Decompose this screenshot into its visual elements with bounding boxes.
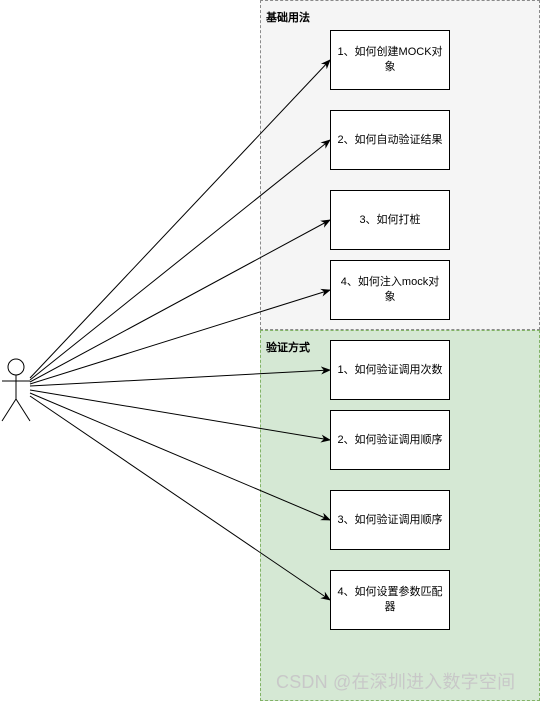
arrow-to-box-5 xyxy=(29,366,331,387)
box-verify-call-order-a: 2、如何验证调用顺序 xyxy=(330,410,450,470)
arrow-to-box-3 xyxy=(29,219,331,383)
actor-stick-figure-icon xyxy=(1,358,31,422)
group-verification-methods-title: 验证方式 xyxy=(266,342,310,354)
arrow-to-box-1 xyxy=(29,59,331,379)
group-verification-methods: 验证方式 xyxy=(260,330,540,701)
arrow-to-box-7 xyxy=(29,392,331,521)
group-basic-usage-title: 基础用法 xyxy=(266,12,310,24)
arrow-to-box-6 xyxy=(29,389,331,443)
box-stubbing: 3、如何打桩 xyxy=(330,190,450,250)
arrow-to-box-4 xyxy=(29,288,331,385)
arrow-to-box-8 xyxy=(29,395,331,601)
arrow-to-box-2 xyxy=(29,139,331,381)
box-auto-verify: 2、如何自动验证结果 xyxy=(330,110,450,170)
box-verify-call-count: 1、如何验证调用次数 xyxy=(330,340,450,400)
box-argument-matcher: 4、如何设置参数匹配器 xyxy=(330,570,450,630)
box-create-mock: 1、如何创建MOCK对象 xyxy=(330,30,450,90)
box-verify-call-order-b: 3、如何验证调用顺序 xyxy=(330,490,450,550)
watermark: CSDN @在深圳进入数字空间 xyxy=(276,672,516,692)
box-inject-mock: 4、如何注入mock对象 xyxy=(330,260,450,320)
